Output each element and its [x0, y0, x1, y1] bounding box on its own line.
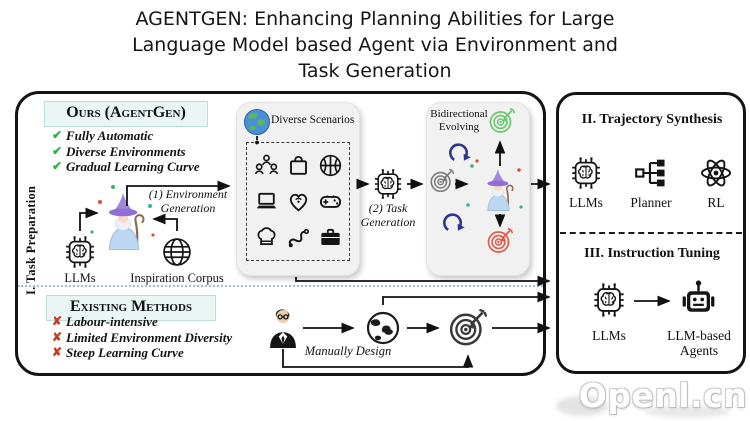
planner-icon — [633, 155, 669, 191]
list-item: ✘Steep Learning Curve — [52, 345, 272, 361]
health-heart-icon — [286, 189, 311, 214]
cross-icon: ✘ — [52, 314, 63, 328]
title-line-1: AGENTGEN: Enhancing Planning Abilities f… — [135, 8, 615, 30]
tuning-llm-chip-icon — [590, 281, 628, 319]
environment-generation-label: (1) Environment Generation — [148, 187, 228, 215]
existing-methods-header: Existing Methods — [46, 295, 216, 321]
evolve-wizard-icon — [478, 167, 519, 214]
list-item: ✔Diverse Environments — [52, 144, 242, 160]
watermark: Openl.cn — [578, 376, 748, 415]
list-item-label: Fully Automatic — [66, 128, 154, 143]
wizard-icon — [96, 190, 152, 254]
person-icon — [265, 306, 301, 348]
manually-design-label: Manually Design — [304, 344, 392, 358]
target-dark-icon — [446, 306, 490, 350]
chef-hat-icon — [254, 225, 279, 250]
diverse-scenarios-label: Diverse Scenarios — [271, 114, 355, 126]
llm-based-agents-label: LLM-based Agents — [667, 328, 731, 358]
list-item: ✔Fully Automatic — [52, 128, 242, 144]
llms-label: LLMs — [64, 271, 96, 285]
target-green-icon — [487, 106, 517, 136]
list-item: ✘Limited Environment Diversity — [52, 330, 272, 346]
manual-globe-icon — [361, 306, 405, 350]
watermark-blob-2 — [645, 406, 730, 418]
list-item: ✔Gradual Learning Curve — [52, 159, 242, 175]
list-item-label: Gradual Learning Curve — [66, 159, 200, 174]
inspiration-corpus-globe-icon — [158, 233, 196, 271]
list-item: ✘Labour-intensive — [52, 314, 272, 330]
trajectory-item-label: LLMs — [569, 195, 603, 210]
target-red-icon — [485, 226, 515, 256]
right-panel-divider — [560, 232, 742, 234]
task-generation-label: (2) Task Generation — [360, 201, 416, 229]
inspiration-corpus-label: Inspiration Corpus — [130, 271, 224, 285]
llm-chip-icon — [568, 155, 604, 191]
trajectory-item: Planner — [630, 155, 672, 210]
trajectory-item: RL — [698, 155, 734, 210]
trajectory-item: LLMs — [568, 155, 604, 210]
ours-checklist: ✔Fully Automatic✔Diverse Environments✔Gr… — [52, 128, 242, 175]
check-icon: ✔ — [52, 143, 63, 158]
trajectory-synthesis-title: II. Trajectory Synthesis — [581, 112, 723, 127]
task-gen-chip-icon — [371, 167, 405, 201]
tuning-llms-label: LLMs — [592, 328, 626, 343]
route-icon — [286, 225, 311, 250]
check-icon: ✔ — [52, 159, 63, 173]
side-label-task-preparation: I. Task Preparation — [24, 185, 38, 295]
trajectory-item-label: RL — [707, 195, 725, 210]
existing-methods-list: ✘Labour-intensive✘Limited Environment Di… — [52, 314, 272, 361]
target-gray-icon — [428, 167, 456, 195]
scenario-icons-grid — [246, 142, 350, 261]
title-line-3: Task Generation — [298, 60, 452, 82]
list-item-label: Steep Learning Curve — [66, 345, 184, 360]
evolve-loop-down-icon — [441, 211, 467, 235]
family-icon — [254, 153, 279, 178]
llm-chip-icon — [62, 234, 98, 270]
basketball-icon — [318, 153, 343, 178]
laptop-icon — [254, 189, 279, 214]
cross-icon: ✘ — [52, 329, 63, 344]
evolve-loop-up-icon — [447, 141, 473, 165]
title-line-2: Language Model based Agent via Environme… — [132, 34, 618, 56]
rl-atom-icon — [698, 155, 734, 191]
figure-title: AGENTGEN: Enhancing Planning Abilities f… — [0, 6, 750, 84]
trajectory-item-label: Planner — [630, 195, 672, 210]
check-icon: ✔ — [52, 128, 63, 142]
left-panel-divider — [18, 285, 543, 287]
list-item-label: Limited Environment Diversity — [66, 329, 233, 345]
robot-icon — [678, 279, 719, 320]
gamepad-icon — [318, 189, 343, 214]
list-item-label: Labour-intensive — [66, 314, 158, 329]
cross-icon: ✘ — [52, 345, 63, 359]
instruction-tuning-title: III. Instruction Tuning — [584, 246, 720, 261]
earth-globe-icon — [243, 108, 271, 136]
ours-header: Ours (AgentGen) — [44, 101, 208, 127]
list-item-label: Diverse Environments — [66, 143, 186, 159]
briefcase-icon — [318, 225, 343, 250]
trajectory-synthesis-icons: LLMs Planner RL — [568, 148, 734, 210]
watermark-blob — [556, 396, 608, 416]
bidirectional-evolving-label: Bidirectional Evolving — [430, 108, 488, 133]
shopping-bag-icon — [286, 153, 311, 178]
